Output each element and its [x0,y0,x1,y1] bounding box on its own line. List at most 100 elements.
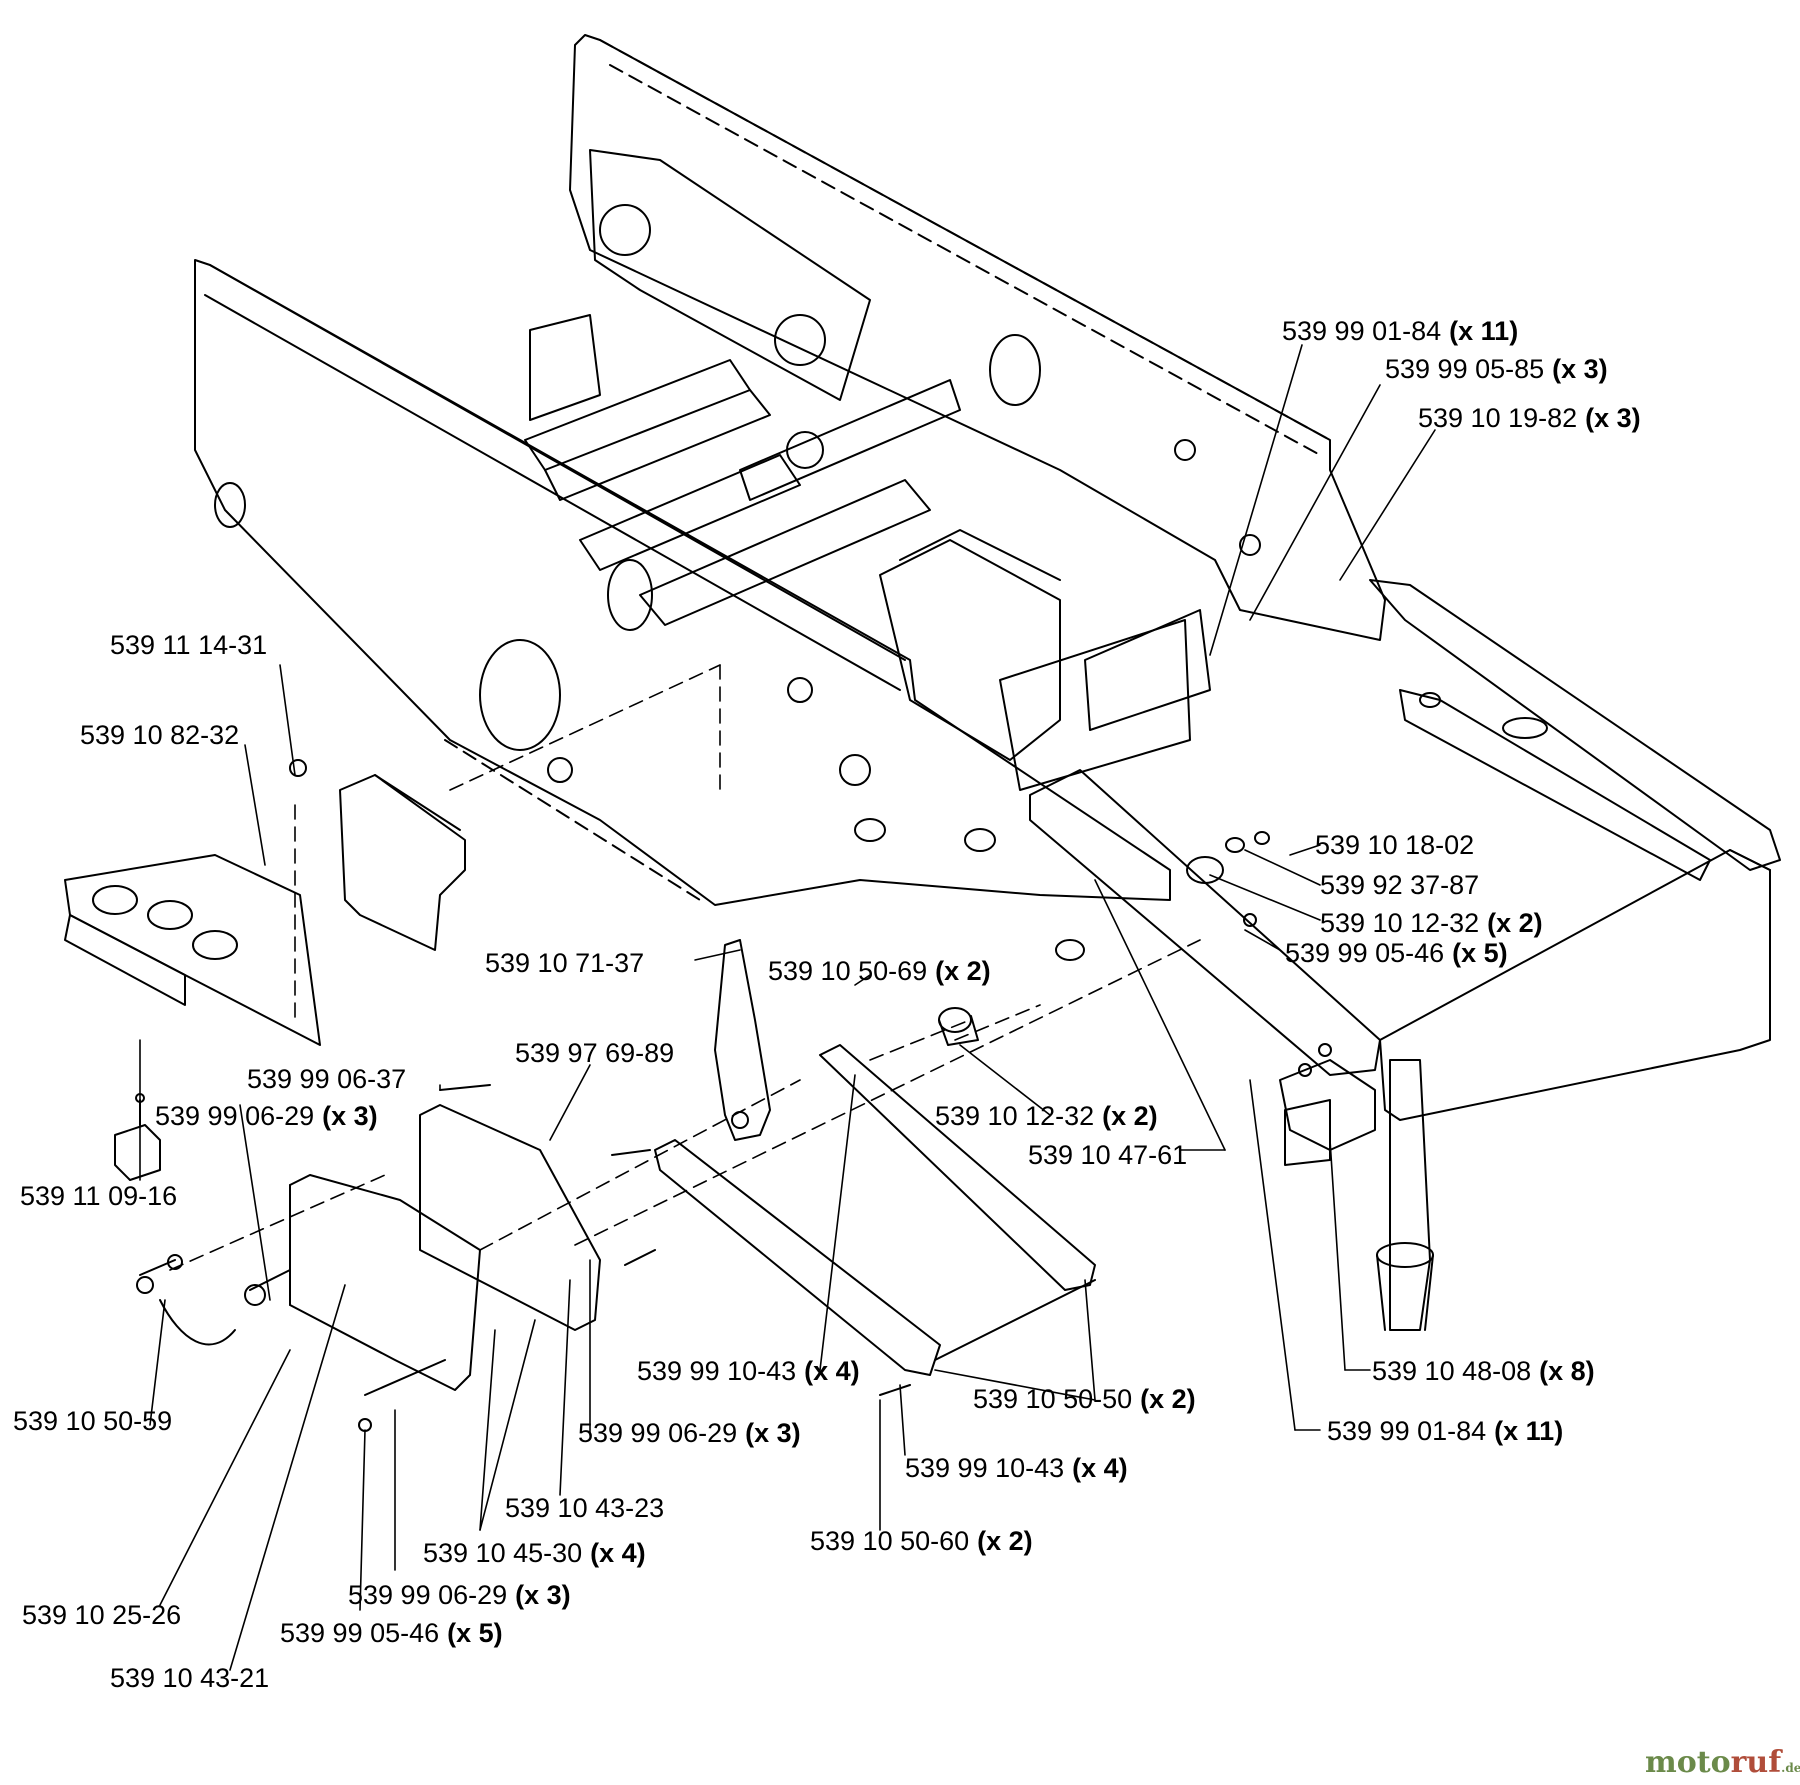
quantity: (x 4) [590,1538,646,1568]
quantity: (x 5) [447,1618,503,1648]
vertical-tube [1376,1059,1434,1331]
part-number: 539 99 06-29 [155,1101,315,1131]
quantity: (x 11) [1449,316,1519,346]
callout-539-11-09-16: 539 11 09-16 [20,1183,185,1210]
quantity: (x 11) [1494,1416,1564,1446]
callout-539-97-69-89: 539 97 69-89 [515,1040,682,1067]
callout-539-99-10-43-left: 539 99 10-43(x 4) [637,1358,860,1385]
part-number: 539 10 82-32 [80,720,240,750]
part-number: 539 10 50-50 [973,1384,1133,1414]
right-bracket [1279,1059,1376,1166]
callout-539-99-10-43-right: 539 99 10-43(x 4) [905,1455,1128,1482]
part-number: 539 10 18-02 [1315,830,1475,860]
part-number: 539 99 06-29 [348,1580,508,1610]
part-number: 539 10 19-82 [1418,403,1578,433]
part-number: 539 10 50-60 [810,1526,970,1556]
callout-539-99-06-29-bottom: 539 99 06-29(x 3) [348,1582,571,1609]
part-number: 539 10 71-37 [485,948,645,978]
part-number: 539 99 10-43 [905,1453,1065,1483]
watermark-logo: motoruf.de [1645,1745,1800,1780]
callout-539-10-50-69: 539 10 50-69(x 2) [768,958,991,985]
frame-side-plate-rear [569,34,1386,641]
part-number: 539 99 01-84 [1282,316,1442,346]
toggle-switch [114,1093,161,1181]
part-number: 539 92 37-87 [1320,870,1480,900]
part-number: 539 99 01-84 [1327,1416,1487,1446]
link-arm-upper [819,1044,1096,1291]
part-number: 539 99 06-29 [578,1418,738,1448]
part-number: 539 97 69-89 [515,1038,675,1068]
part-number: 539 99 10-43 [637,1356,797,1386]
part-number: 539 10 47-61 [1028,1140,1188,1170]
part-number: 539 10 43-21 [110,1663,270,1693]
part-number: 539 10 12-32 [935,1101,1095,1131]
part-number: 539 10 43-23 [505,1493,665,1523]
quantity: (x 4) [804,1356,860,1386]
quantity: (x 2) [1140,1384,1196,1414]
callout-539-11-14-31: 539 11 14-31 [110,632,275,659]
quantity: (x 3) [322,1101,378,1131]
part-number: 539 10 12-32 [1320,908,1480,938]
part-number: 539 11 14-31 [110,630,268,660]
callout-539-99-06-29-left: 539 99 06-29(x 3) [155,1103,378,1130]
upright-bracket [339,774,466,951]
leader-lines [139,344,1436,1671]
watermark-part1: moto [1645,1745,1731,1780]
quantity: (x 2) [1102,1101,1158,1131]
sector-plate-inner [419,1104,601,1331]
callout-539-99-06-37: 539 99 06-37 [247,1066,414,1093]
watermark-part2: ruf [1730,1745,1782,1780]
callout-539-10-50-50: 539 10 50-50(x 2) [973,1386,1196,1413]
callout-539-10-19-82: 539 10 19-82(x 3) [1418,405,1641,432]
part-number: 539 10 50-59 [13,1406,173,1436]
quantity: (x 3) [1585,403,1641,433]
callout-539-10-18-02: 539 10 18-02 [1315,832,1482,859]
callout-539-99-06-29-middle: 539 99 06-29(x 3) [578,1420,801,1447]
callout-539-10-47-61: 539 10 47-61 [1028,1142,1195,1169]
bushings [289,759,1332,1077]
callout-539-10-50-60: 539 10 50-60(x 2) [810,1528,1033,1555]
quantity: (x 8) [1539,1356,1595,1386]
callout-539-10-71-37: 539 10 71-37 [485,950,652,977]
quantity: (x 3) [515,1580,571,1610]
watermark-part3: .de [1781,1761,1800,1775]
callout-539-99-05-46-upper: 539 99 05-46(x 5) [1285,940,1508,967]
center-bracket-box [879,529,1211,791]
callout-539-10-43-21: 539 10 43-21 [110,1665,277,1692]
quantity: (x 4) [1072,1453,1128,1483]
part-number: 539 11 09-16 [20,1181,178,1211]
callout-539-10-12-32-lower: 539 10 12-32(x 2) [935,1103,1158,1130]
callout-539-99-01-84-bottom: 539 99 01-84(x 11) [1327,1418,1563,1445]
pins-and-bolts [136,1084,911,1432]
callout-539-99-05-85: 539 99 05-85(x 3) [1385,356,1608,383]
callout-539-99-05-46-lower: 539 99 05-46(x 5) [280,1620,503,1647]
quantity: (x 3) [745,1418,801,1448]
foot-panel [64,854,321,1046]
part-number: 539 99 05-85 [1385,354,1545,384]
link-arm-lower [654,1139,1096,1376]
quantity: (x 2) [977,1526,1033,1556]
part-number: 539 99 06-37 [247,1064,407,1094]
part-number: 539 10 45-30 [423,1538,583,1568]
part-number: 539 99 05-46 [1285,938,1445,968]
quantity: (x 2) [1487,908,1543,938]
frame-side-plate-front [194,259,1171,906]
part-number: 539 10 48-08 [1372,1356,1532,1386]
callout-539-10-45-30: 539 10 45-30(x 4) [423,1540,646,1567]
assembly-axes [169,664,1201,1271]
callout-539-10-12-32-upper: 539 10 12-32(x 2) [1320,910,1543,937]
part-number: 539 10 25-26 [22,1600,182,1630]
frame-cross-members [524,149,961,626]
frame-lower-rails [1029,579,1781,1121]
callout-539-10-50-59: 539 10 50-59 [13,1408,180,1435]
sector-plate-outer [289,1174,481,1391]
quantity: (x 3) [1552,354,1608,384]
quantity: (x 2) [935,956,991,986]
part-number: 539 99 05-46 [280,1618,440,1648]
callout-539-10-48-08: 539 10 48-08(x 8) [1372,1358,1595,1385]
callout-539-99-01-84-top: 539 99 01-84(x 11) [1282,318,1518,345]
quantity: (x 5) [1452,938,1508,968]
callout-539-10-43-23: 539 10 43-23 [505,1495,672,1522]
callout-539-92-37-87: 539 92 37-87 [1320,872,1487,899]
